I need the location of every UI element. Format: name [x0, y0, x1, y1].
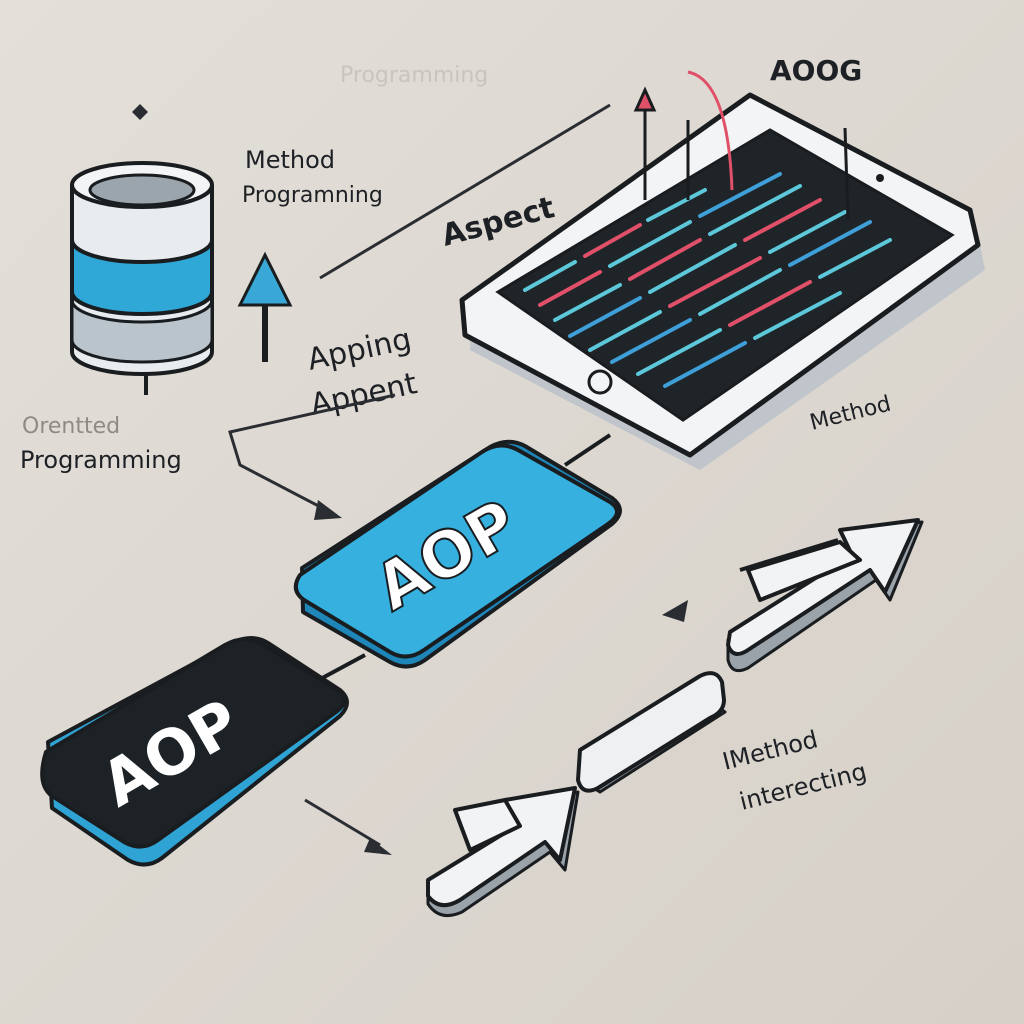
small-arrow-head: [364, 838, 392, 855]
box-tablet-link: [563, 433, 612, 467]
camera-dot: [876, 174, 884, 182]
database-icon: [70, 161, 214, 395]
signal-markers: [633, 70, 850, 221]
right-arrow-icon-lower: [426, 786, 580, 918]
rectangle-bar: [576, 671, 727, 794]
faded-title: Programming: [340, 63, 488, 88]
aspect-connector-line: [319, 103, 611, 280]
aop-dark-box: AOP: [40, 636, 349, 867]
label-method-top: Method: [245, 146, 335, 174]
label-orentted: Orentted: [22, 414, 120, 439]
connector-arrow-head: [314, 500, 342, 520]
code-lines: [523, 172, 892, 388]
label-aoog: AOOG: [770, 54, 862, 87]
connector-arrow-icon: [228, 393, 396, 514]
home-button: [587, 369, 613, 395]
diamond-marker: [132, 104, 148, 120]
label-programming-top: Programning: [242, 183, 383, 208]
right-arrow-icon: [726, 518, 924, 673]
triangle-marker: [662, 600, 688, 622]
aop-blue-box: AOP: [293, 439, 622, 669]
small-connector-line: [304, 798, 381, 847]
up-arrow-icon: [237, 251, 293, 362]
label-programming-left: Programming: [20, 446, 182, 474]
